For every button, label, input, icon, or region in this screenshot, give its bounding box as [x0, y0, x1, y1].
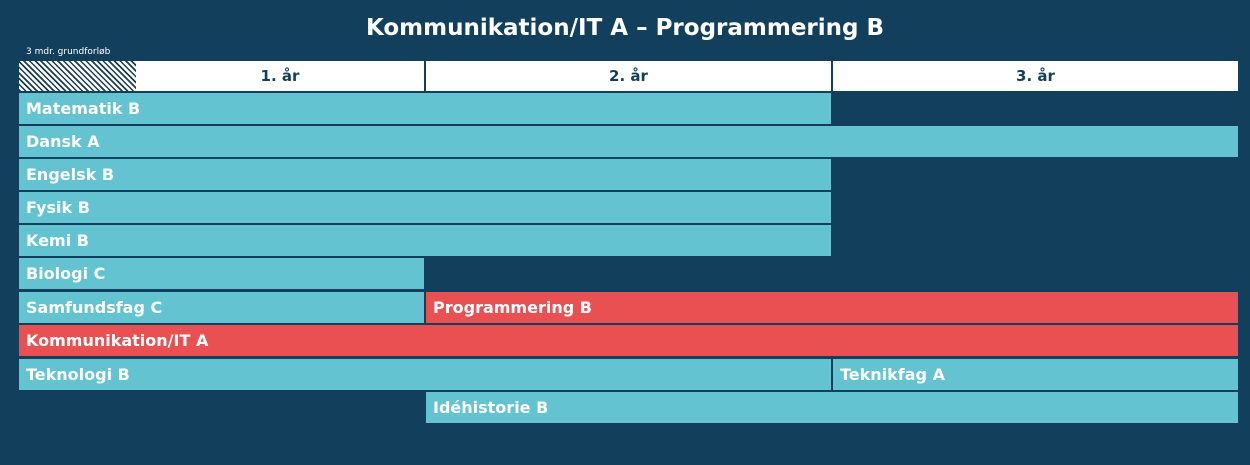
- page-title: Kommunikation/IT A – Programmering B: [365, 15, 885, 41]
- subject-bar-engelsk-b: Engelsk B: [19, 159, 831, 190]
- grundforloeb-label: 3 mdr. grundforløb: [26, 47, 111, 57]
- subject-bar-dansk-a: Dansk A: [19, 126, 1238, 157]
- subject-bar-teknikfag-a: Teknikfag A: [833, 359, 1238, 390]
- year-header-1: 1. år: [136, 61, 424, 91]
- subject-bar-idehistorie-b: Idéhistorie B: [426, 392, 1238, 423]
- grundforloeb-hatch: [19, 61, 136, 91]
- subject-bar-biologi-c: Biologi C: [19, 258, 424, 289]
- subject-bar-fysik-b: Fysik B: [19, 192, 831, 223]
- subject-bar-programmering-b: Programmering B: [426, 292, 1238, 323]
- subject-bar-teknologi-b: Teknologi B: [19, 359, 831, 390]
- subject-bar-matematik-b: Matematik B: [19, 93, 831, 124]
- subject-bar-kemi-b: Kemi B: [19, 225, 831, 256]
- subject-bar-samfundsfag-c: Samfundsfag C: [19, 292, 424, 323]
- year-header-2: 2. år: [426, 61, 831, 91]
- subject-bar-kommunikation-it-a: Kommunikation/IT A: [19, 325, 1238, 356]
- year-header-3: 3. år: [833, 61, 1238, 91]
